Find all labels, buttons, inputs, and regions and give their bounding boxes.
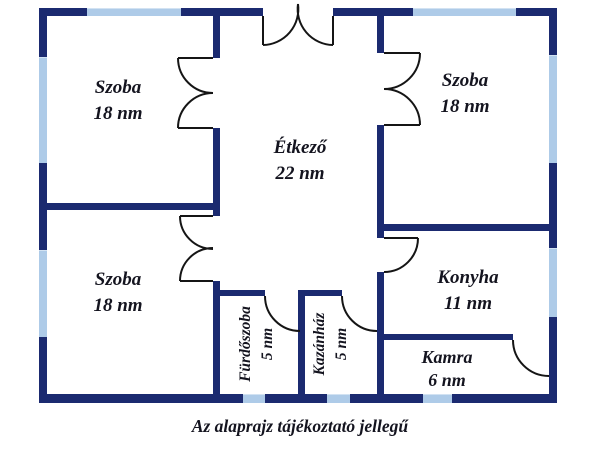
outer-wall-bottom-segment <box>265 394 327 403</box>
room-name: Fürdőszoba <box>237 306 254 382</box>
interior-wall-furdoszoba-top <box>220 290 265 296</box>
outer-wall-bottom-segment <box>452 394 557 403</box>
window-top-right <box>413 8 516 16</box>
outer-wall-top-segment <box>181 8 263 16</box>
kazanhaz-door-arc <box>341 295 378 332</box>
interior-wall-left-vertical <box>213 281 220 394</box>
window-right-konyha <box>549 248 557 317</box>
room-area: 11 nm <box>443 293 493 314</box>
szoba-top-left-door-arc <box>177 57 214 94</box>
interior-wall-left-vertical <box>213 16 220 58</box>
window-left-lower <box>39 250 47 337</box>
room-name: Szoba <box>441 70 489 91</box>
outer-wall-right-segment <box>549 317 557 403</box>
room-area: 6 nm <box>428 370 466 390</box>
room-name: Étkező <box>273 137 327 158</box>
window-left-upper <box>39 57 47 163</box>
outer-wall-left-segment <box>39 337 47 403</box>
window-top-left <box>87 8 181 16</box>
room-label-szoba-top-right: Szoba 18 nm <box>395 68 535 120</box>
window-bottom-kamra <box>423 394 452 403</box>
interior-wall-kamra-divider <box>384 334 513 340</box>
interior-wall-right-vertical <box>377 16 384 53</box>
room-label-kazanhaz: Kazánház 5 nm <box>309 284 355 404</box>
window-bottom-furdoszoba <box>243 394 265 403</box>
room-label-kamra: Kamra 6 nm <box>382 346 512 392</box>
room-label-szoba-top-left: Szoba 18 nm <box>48 75 188 127</box>
room-area: 22 nm <box>275 163 325 184</box>
plan-caption: Az alaprajz tájékoztató jellegű <box>191 416 409 436</box>
room-label-konyha: Konyha 11 nm <box>398 265 538 317</box>
room-name: Kazánház <box>311 312 328 376</box>
room-name: Konyha <box>437 267 499 288</box>
interior-wall-kazanhaz-top <box>305 290 342 296</box>
outer-wall-bottom-segment <box>40 394 243 403</box>
outer-wall-left-segment <box>39 163 47 250</box>
entrance-door-left-arc <box>262 3 300 46</box>
room-area: 5 nm <box>333 327 350 361</box>
szoba-bottom-left-door-arc <box>179 215 214 250</box>
room-name: Szoba <box>94 269 142 290</box>
szoba-top-left-door-arc <box>177 92 214 129</box>
furdoszoba-door-arc <box>264 295 301 332</box>
interior-wall-left-vertical <box>213 128 220 216</box>
outer-wall-top-segment <box>333 8 413 16</box>
interior-wall-right-vertical <box>377 272 384 394</box>
outer-wall-right-segment <box>549 163 557 248</box>
outer-wall-left-segment <box>39 8 47 57</box>
szoba-top-right-door-arc <box>383 88 421 126</box>
window-right-upper <box>549 55 557 163</box>
window-bottom-kazanhaz <box>327 394 350 403</box>
szoba-bottom-left-door-arc <box>179 247 214 282</box>
room-area: 18 nm <box>440 96 490 117</box>
outer-wall-right-segment <box>549 8 557 55</box>
interior-wall-furdo-kazan-divider <box>298 290 305 394</box>
room-label-szoba-bottom-left: Szoba 18 nm <box>48 267 188 319</box>
room-area: 5 nm <box>259 327 276 361</box>
interior-wall-right-vertical <box>377 125 384 238</box>
room-area: 18 nm <box>93 103 143 124</box>
outer-wall-top-segment <box>40 8 87 16</box>
room-name: Kamra <box>421 347 473 367</box>
interior-wall-right-divider <box>384 224 549 231</box>
room-label-etkezo: Étkező 22 nm <box>230 135 370 187</box>
entrance-door-right-arc <box>296 3 334 46</box>
kamra-door-arc <box>512 339 550 377</box>
konyha-door-arc <box>383 237 419 273</box>
outer-wall-top-segment <box>516 8 557 16</box>
outer-wall-bottom-segment <box>350 394 423 403</box>
szoba-top-right-door-arc <box>383 52 421 90</box>
room-area: 18 nm <box>93 295 143 316</box>
interior-wall-left-divider <box>47 203 213 210</box>
room-name: Szoba <box>94 77 142 98</box>
room-label-furdoszoba: Fürdőszoba 5 nm <box>235 284 281 404</box>
